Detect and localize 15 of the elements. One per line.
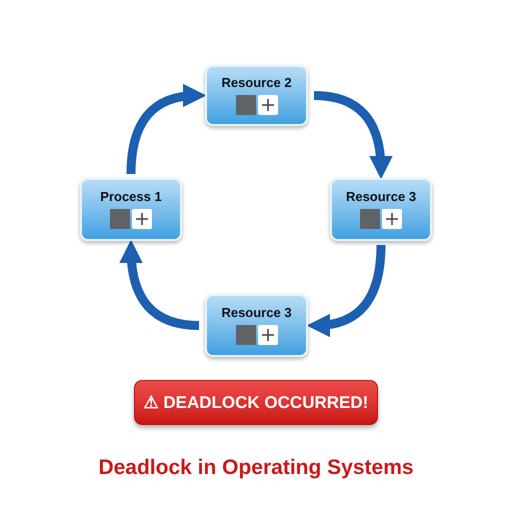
node-label: Resource 2	[221, 76, 292, 89]
node-label: Resource 3	[221, 306, 292, 319]
arrow	[120, 240, 200, 330]
arrow	[306, 244, 386, 336]
caption: Deadlock in Operating Systems	[97, 455, 415, 481]
node-label: Process 1	[100, 190, 162, 203]
node-label: Resource 3	[346, 190, 416, 203]
arrow	[126, 84, 206, 174]
arrow	[314, 91, 392, 180]
node-box	[205, 65, 308, 126]
node-box	[205, 294, 308, 357]
alert-banner	[134, 380, 378, 425]
alert-text: ⚠ DEADLOCK OCCURRED!	[144, 392, 368, 414]
node-box	[330, 178, 432, 241]
node-box	[80, 178, 182, 241]
